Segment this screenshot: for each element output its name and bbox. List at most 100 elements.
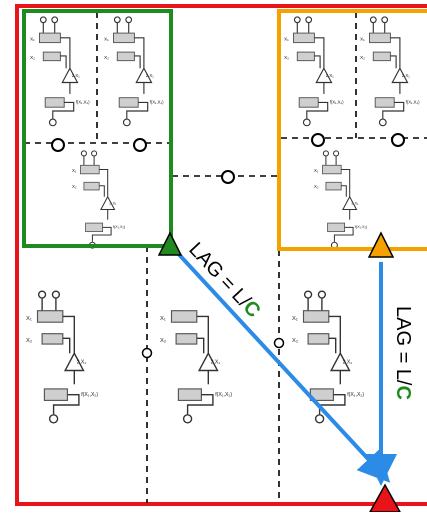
cell-label: X₂ (160, 338, 166, 344)
cell-label: X₁ (26, 316, 32, 322)
cell-label: X₂ (72, 184, 77, 189)
input-pin (37, 290, 47, 299)
input-pin (317, 290, 327, 299)
module-box (83, 181, 100, 191)
schematic-cell: X₁ X₂ f(X₁,X₂) 2 X₁ (314, 150, 368, 249)
module-box (170, 310, 198, 323)
cell-label: 2 X₁ (72, 73, 80, 78)
diagonal-lag-label: LAG = L/C (184, 238, 264, 322)
red-triangle-marker (368, 483, 402, 513)
input-pin (39, 16, 47, 24)
cell-label: X₂ (104, 55, 109, 61)
module-box (302, 310, 330, 323)
wire-path (52, 393, 80, 415)
module-box (43, 388, 68, 401)
cell-label: X₁ (30, 37, 35, 43)
input-pin (322, 150, 329, 157)
wire-path (91, 226, 112, 242)
module-box (42, 51, 61, 62)
module-box (39, 32, 61, 44)
input-pin (381, 16, 389, 24)
cell-label: X₂ (360, 55, 365, 61)
cell-label: 2 X₁ (211, 360, 221, 366)
junction-circle (141, 347, 153, 359)
module-box (177, 388, 202, 401)
cell-label: 2 X₁ (326, 73, 334, 78)
cell-label: f(X₁,X₂) (215, 392, 232, 398)
input-pin (51, 290, 61, 299)
cell-label: f(X₁,X₂) (113, 225, 126, 229)
cell-label: X₁ (284, 37, 289, 43)
vertical-label-c: C (392, 386, 414, 400)
partition-lines (24, 12, 427, 503)
input-pin (303, 290, 313, 299)
input-pin (125, 16, 133, 24)
cell-label: 2 X₁ (351, 201, 359, 205)
cell-label: 2 X₁ (402, 73, 410, 78)
wire-path (52, 101, 75, 119)
cell-label: X₂ (284, 55, 289, 61)
module-box (369, 32, 391, 44)
cell-label: f(X₁,X₂) (330, 99, 345, 104)
module-box (118, 97, 139, 108)
module-box (307, 333, 330, 345)
cell-label: X₂ (292, 338, 298, 344)
module-box (296, 51, 315, 62)
input-pin (91, 150, 98, 157)
output-node (122, 118, 131, 127)
module-box (322, 164, 342, 175)
vertical-lag-label: LAG = L/C (392, 306, 414, 400)
cell-label: X₁ (104, 37, 109, 43)
cell-label: 2 X₁ (77, 360, 87, 366)
orange-triangle-marker (367, 231, 395, 258)
output-node (48, 118, 57, 127)
cell-label: X₁ (314, 168, 319, 173)
output-node (378, 118, 387, 127)
cell-label: f(X₁,X₂) (347, 392, 364, 398)
module-box (85, 222, 104, 233)
junction-circle (391, 133, 405, 147)
wire-path (126, 101, 149, 119)
junction-circle (221, 170, 235, 184)
junction-circle (273, 337, 285, 349)
green-region (22, 9, 173, 248)
input-pin (333, 150, 340, 157)
junction-circle (133, 138, 147, 152)
module-box (36, 310, 64, 323)
wire-path (306, 101, 329, 119)
input-pin (293, 16, 301, 24)
cell-label: f(X₁,X₂) (150, 99, 165, 104)
diagonal-lag-arrow (171, 246, 391, 483)
cell-label: X₂ (30, 55, 35, 61)
input-pin (51, 16, 59, 24)
green-triangle-marker (157, 231, 183, 256)
module-box (41, 333, 64, 345)
input-pin (369, 16, 377, 24)
module-box (374, 97, 395, 108)
module-box (293, 32, 315, 44)
module-box (175, 333, 198, 345)
module-box (80, 164, 100, 175)
cell-label: X₂ (314, 184, 319, 189)
module-box (298, 97, 319, 108)
module-box (327, 222, 346, 233)
output-node (314, 414, 325, 424)
cell-label: X₁ (160, 316, 166, 322)
cell-label: f(X₁,X₂) (406, 99, 421, 104)
wire-path (186, 393, 214, 415)
cell-label: f(X₁,X₂) (355, 225, 368, 229)
junction-circles (51, 133, 405, 359)
module-box (325, 181, 342, 191)
cell-label: X₁ (292, 316, 298, 322)
cell-label: f(X₁,X₂) (81, 392, 98, 398)
junction-circle (51, 138, 65, 152)
outer-frame (15, 4, 427, 506)
